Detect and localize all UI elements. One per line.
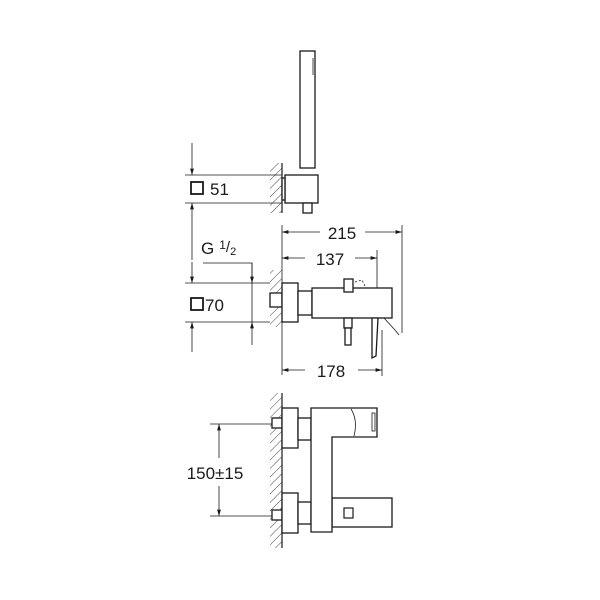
hose-connector [302,202,313,214]
shower-holder-view: 51 [185,50,319,260]
aerator [343,507,354,519]
inlet-pipe [269,292,283,308]
spout [344,327,352,346]
hand-shower [299,50,316,169]
wall-hatch [270,393,282,548]
mixer-body-front [310,407,378,533]
dim-137: 137 [316,250,344,269]
dim-150: 150±15 [187,464,244,483]
mixer-front-view: 150±15 [187,393,393,548]
escutcheon [281,282,299,323]
diverter-knob [343,278,354,293]
escutcheon-top [281,407,299,449]
dim-70: 70 [205,296,224,315]
dim-215: 215 [328,224,356,243]
spout-front [331,497,393,528]
square-symbol-icon [190,181,204,195]
shower-holder [284,174,319,204]
wall-hatch [270,163,282,213]
dim-178: 178 [317,362,345,381]
lever-handle [371,317,379,360]
dim-51: 51 [210,180,229,199]
escutcheon-bottom [281,492,299,534]
square-symbol-icon [190,297,204,311]
